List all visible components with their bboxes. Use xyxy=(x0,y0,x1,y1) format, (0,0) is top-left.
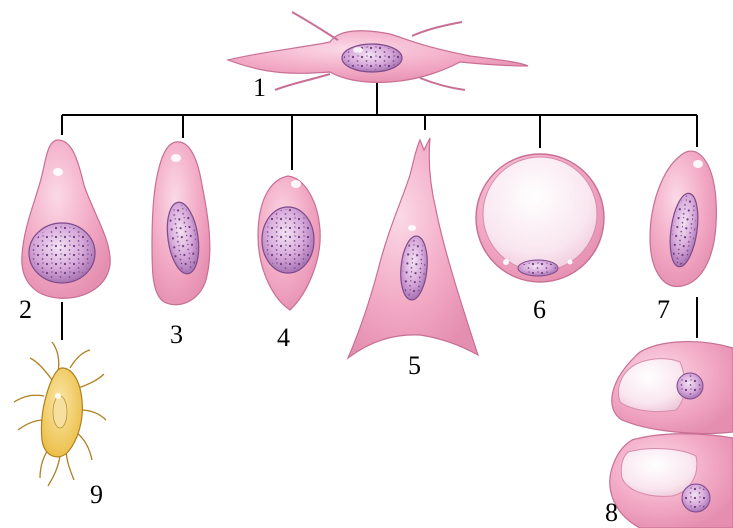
label-7: 7 xyxy=(657,297,670,323)
cell-1-stem-cell xyxy=(228,12,528,90)
cell-7 xyxy=(650,151,716,286)
cell-3 xyxy=(152,142,210,305)
label-3: 3 xyxy=(170,322,183,348)
label-4: 4 xyxy=(277,325,290,351)
cell-6-adipocyte xyxy=(476,154,604,282)
cell-2 xyxy=(22,140,110,298)
label-5: 5 xyxy=(408,353,421,379)
label-9: 9 xyxy=(90,482,103,508)
label-8: 8 xyxy=(605,500,618,526)
label-2: 2 xyxy=(19,297,32,323)
label-1: 1 xyxy=(253,75,266,101)
cell-4 xyxy=(258,176,320,310)
cell-9-body xyxy=(41,368,82,457)
cell-5 xyxy=(348,138,478,358)
cell-8-pair xyxy=(610,342,733,528)
label-6: 6 xyxy=(533,297,546,323)
